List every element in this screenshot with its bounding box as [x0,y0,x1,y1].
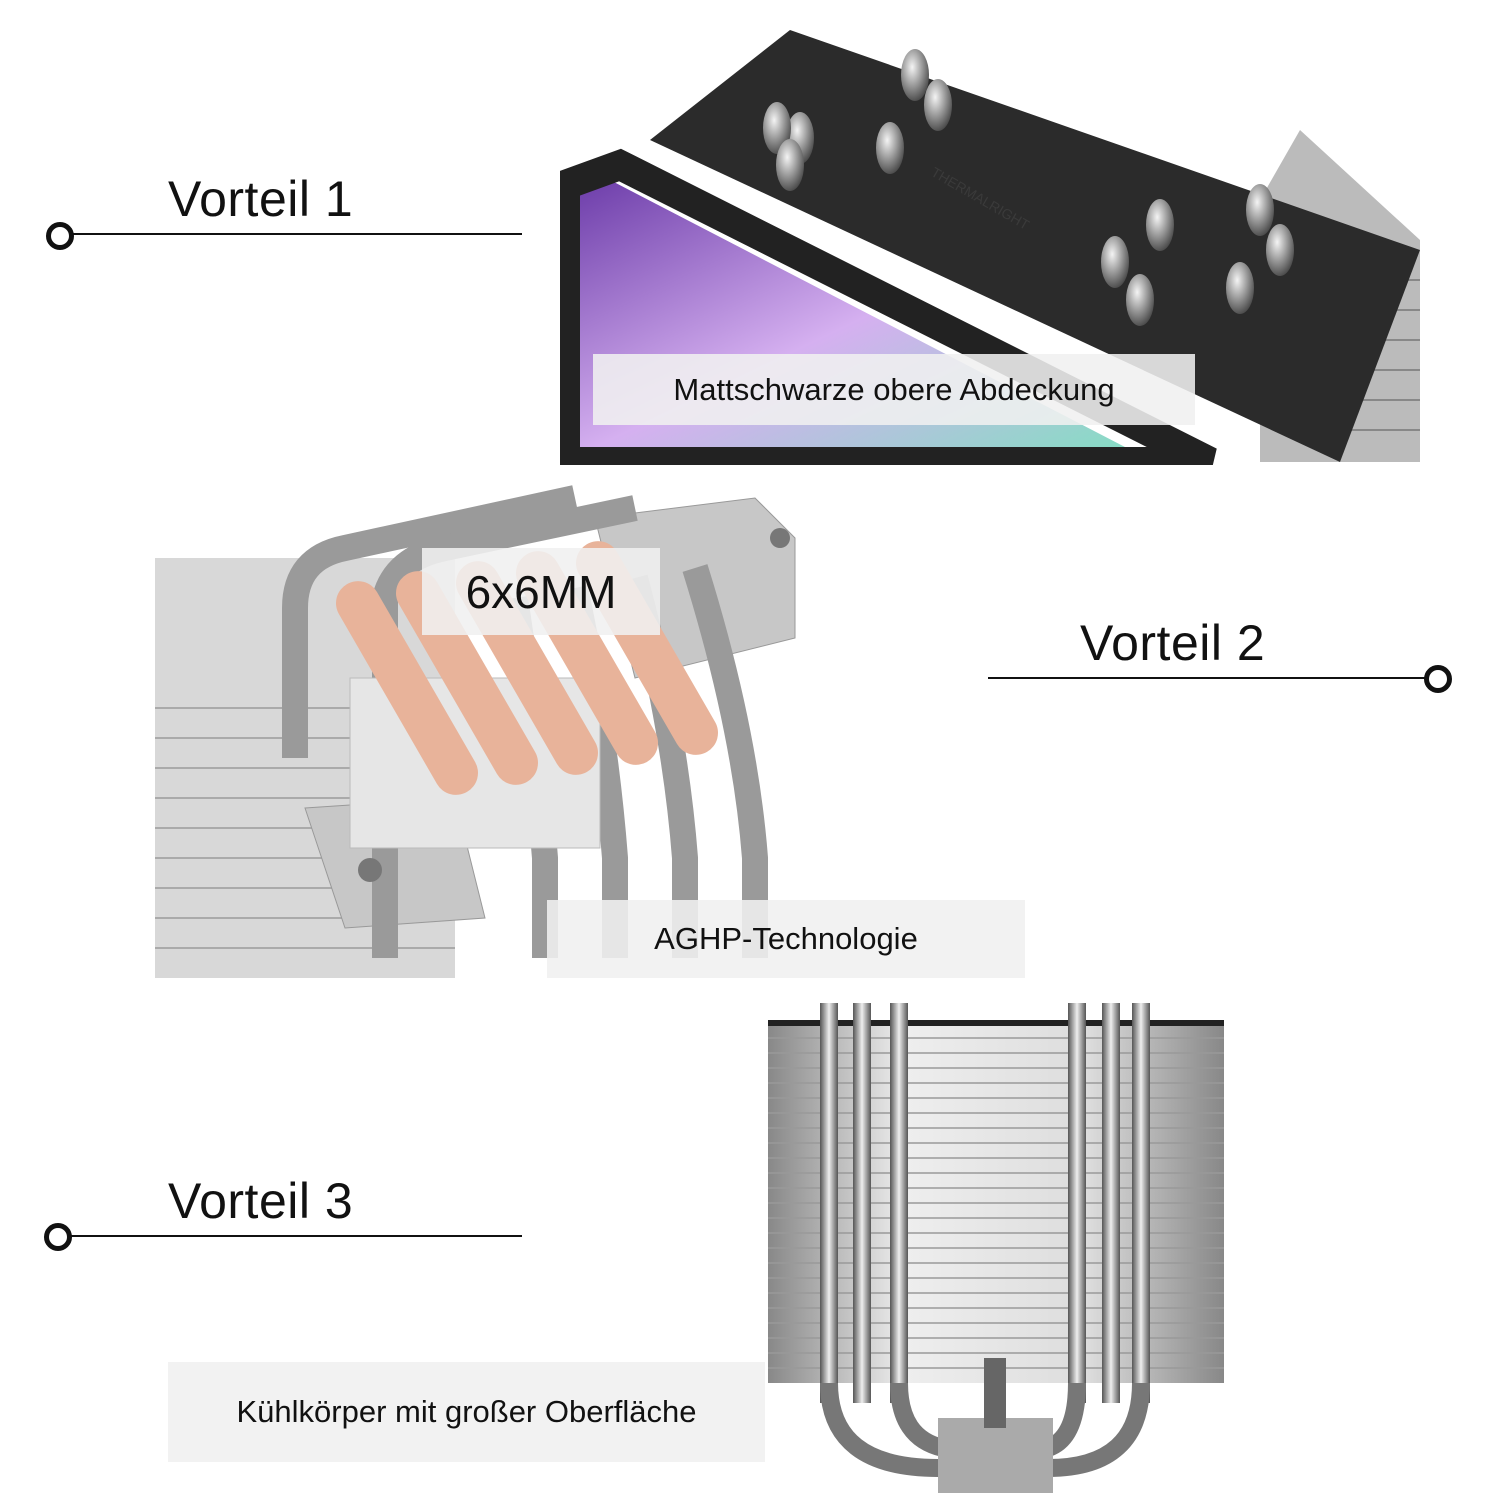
feature-1-divider [60,233,522,235]
feature-3-divider [58,1235,522,1237]
feature-3-title: Vorteil 3 [168,1173,354,1229]
feature-3-caption: Kühlkörper mit großer Oberfläche [168,1362,765,1462]
feature-2-title: Vorteil 2 [1080,615,1266,671]
feature-3-bullet-icon [44,1223,72,1251]
cooler-heatsink-image [768,1003,1224,1493]
feature-1-caption: Mattschwarze obere Abdeckung [593,354,1195,425]
heatpipe-size-badge: 6x6MM [422,548,660,635]
feature-1-bullet-icon [46,222,74,250]
feature-1-title: Vorteil 1 [168,171,354,227]
feature-2-divider [988,677,1438,679]
feature-2-caption: AGHP-Technologie [547,900,1025,978]
feature-2-bullet-icon [1424,665,1452,693]
